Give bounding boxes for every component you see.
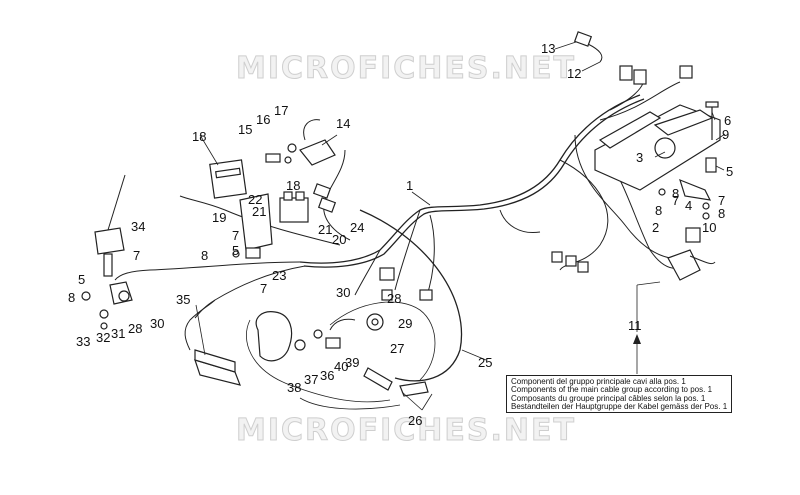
callout-4: 4: [685, 198, 692, 213]
connectors-24: [312, 183, 337, 213]
callout-5-right: 5: [726, 164, 733, 179]
module-18: [209, 159, 247, 199]
callout-8-right-a: 8: [655, 203, 662, 218]
callout-37: 37: [304, 372, 318, 387]
callout-7-c: 7: [260, 281, 267, 296]
callout-15: 15: [238, 122, 252, 137]
callout-30-b: 30: [336, 285, 350, 300]
callout-33: 33: [76, 334, 90, 349]
main-cable-harness: [114, 71, 681, 382]
callout-3: 3: [636, 150, 643, 165]
leader-lines: [195, 41, 726, 411]
callout-8-right-b: 8: [718, 206, 725, 221]
small-parts-left: [81, 281, 133, 330]
branch-connectors: [379, 251, 589, 281]
connector-13: [573, 31, 603, 63]
callout-7-b: 7: [133, 248, 140, 263]
callout-17: 17: [274, 103, 288, 118]
callout-8-b: 8: [68, 290, 75, 305]
small-parts-15-17: [265, 143, 297, 164]
callout-26: 26: [408, 413, 422, 428]
callout-31: 31: [111, 326, 125, 341]
watermark-top: MICROFICHES.NET: [236, 51, 576, 86]
bracket-34: [94, 174, 126, 277]
sensor-14: [299, 119, 336, 166]
callout-labels: 13 12 6 9 3 5 4 7 8 8 7 8 2 10 11 1 14 1…: [68, 41, 733, 428]
callout-21-a: 21: [252, 204, 266, 219]
callout-35: 35: [176, 292, 190, 307]
bolt-6: [705, 101, 719, 140]
bracket-4: [679, 178, 712, 201]
callout-28-b: 28: [387, 291, 401, 306]
legend-line-de: Bestandteilen der Hauptgruppe der Kabel …: [511, 402, 728, 412]
callout-28-a: 28: [128, 321, 142, 336]
callout-19: 19: [212, 210, 226, 225]
engine-outline: [246, 301, 436, 410]
rubber-mount-5-right: [705, 157, 717, 173]
legend-line-fr: Composants du groupe principal câbles se…: [511, 393, 706, 403]
callout-10: 10: [702, 220, 716, 235]
callout-23: 23: [272, 268, 286, 283]
callout-13: 13: [541, 41, 555, 56]
rubber-mount-5-middle: [232, 247, 261, 259]
callout-16: 16: [256, 112, 270, 127]
callout-6: 6: [724, 113, 731, 128]
callout-5-b: 5: [78, 272, 85, 287]
callout-18-b: 18: [286, 178, 300, 193]
callout-7-right: 7: [672, 193, 679, 208]
callout-12: 12: [567, 66, 581, 81]
callout-38: 38: [287, 380, 301, 395]
legend-arrow: [633, 334, 641, 374]
callout-40: 40: [334, 359, 348, 374]
callout-18-a: 18: [192, 129, 206, 144]
legend-line-it: Componenti del gruppo principale cavi al…: [511, 377, 686, 386]
callout-8-right-c: 8: [672, 186, 679, 201]
callout-1: 1: [406, 178, 413, 193]
callout-8-a: 8: [201, 248, 208, 263]
callout-21-b: 21: [318, 222, 332, 237]
connectors-12: [619, 65, 693, 85]
callout-11: 11: [628, 318, 642, 333]
callout-7-a: 7: [232, 228, 239, 243]
callout-5-a: 5: [232, 243, 239, 258]
callout-32: 32: [96, 330, 110, 345]
ecu-control-unit-3: [594, 104, 721, 191]
washers-right: [658, 188, 710, 220]
fuel-pump-35: [184, 299, 241, 386]
callout-36: 36: [320, 368, 334, 383]
connector-block-11: [667, 249, 716, 281]
legend-line-en: Components of the main cable group accor…: [511, 385, 713, 395]
callout-14: 14: [336, 116, 350, 131]
callout-25: 25: [478, 355, 492, 370]
sensor-29: [366, 289, 433, 331]
legend-box: Componenti del gruppo principale cavi al…: [506, 375, 732, 413]
callout-30-a: 30: [150, 316, 164, 331]
callout-9: 9: [722, 127, 729, 142]
callout-34: 34: [131, 219, 145, 234]
callout-29: 29: [398, 316, 412, 331]
callout-22: 22: [248, 192, 262, 207]
callout-2: 2: [652, 220, 659, 235]
callout-39: 39: [345, 355, 359, 370]
relay-10: [685, 227, 701, 243]
ignition-coil-19: [239, 191, 309, 251]
sensor-group-36-40: [294, 318, 356, 351]
lambda-sensor-27: [363, 367, 429, 397]
watermark-bottom: MICROFICHES.NET: [236, 413, 576, 448]
callout-24: 24: [350, 220, 364, 235]
callout-7-right-b: 7: [718, 193, 725, 208]
callout-20: 20: [332, 232, 346, 247]
callout-27: 27: [390, 341, 404, 356]
